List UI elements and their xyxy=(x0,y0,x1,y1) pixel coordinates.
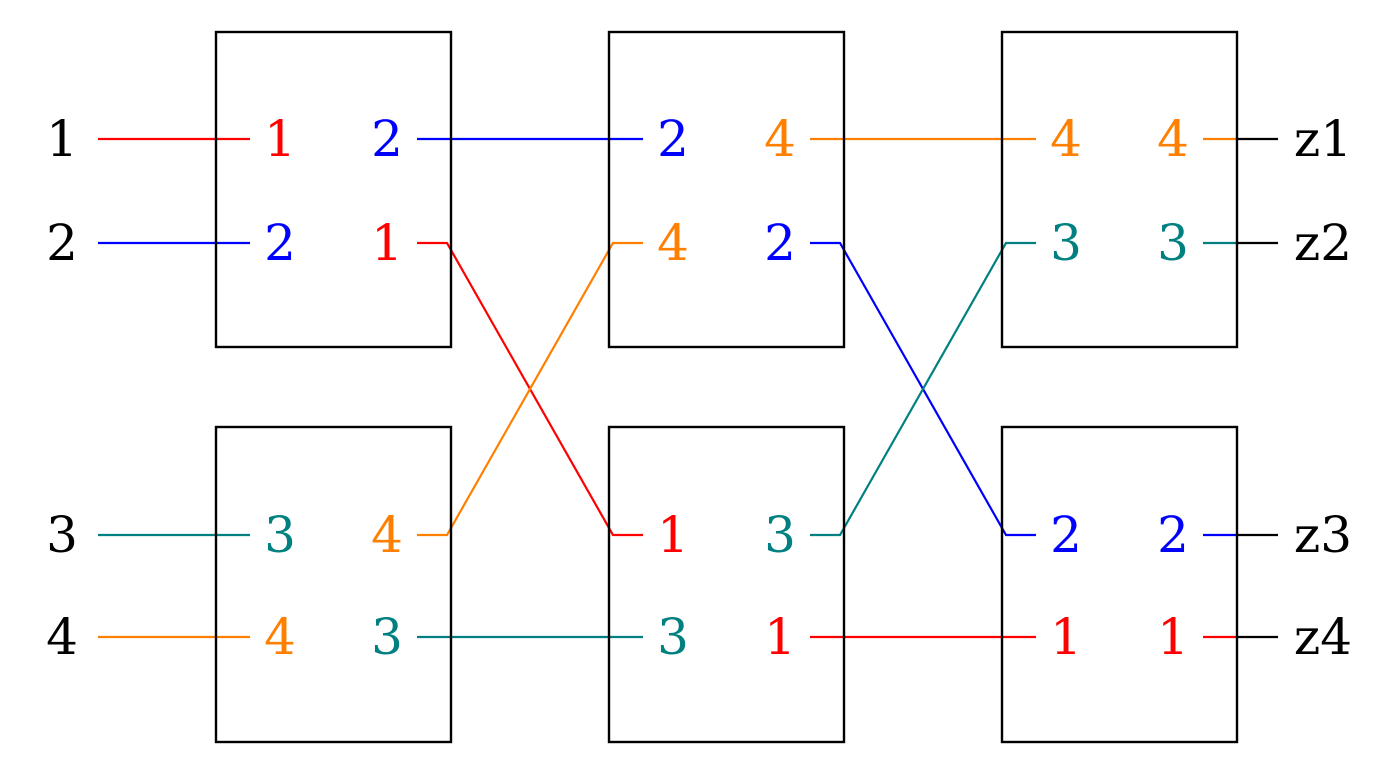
switch-input-label: 4 xyxy=(657,214,689,272)
switch-output-label: 3 xyxy=(371,608,403,666)
labels-layer: 1 2 3 4 1 2 2 1 3 4 4 3 2 4 4 2 1 3 3 1 4 3 4 3 2 1 2 1 z1 z2 z3 z4 xyxy=(46,110,1352,666)
switch-box xyxy=(214,425,453,744)
switch-input-label: 4 xyxy=(264,608,296,666)
switch-output-label: 3 xyxy=(764,506,796,564)
connection-wire xyxy=(417,241,643,537)
network-output-label: z3 xyxy=(1294,506,1352,564)
network-input-label: 3 xyxy=(46,506,78,564)
network-output-label: z4 xyxy=(1294,608,1352,666)
switch-box xyxy=(214,30,453,349)
connection-wire xyxy=(810,241,1036,537)
switch-input-label: 3 xyxy=(264,506,296,564)
switch-input-label: 4 xyxy=(1050,110,1082,168)
switch-output-label: 2 xyxy=(1157,506,1189,564)
switch-box xyxy=(1000,425,1239,744)
switch-output-label: 1 xyxy=(764,608,796,666)
switch-box xyxy=(607,30,846,349)
switch-output-label: 3 xyxy=(1157,214,1189,272)
switch-output-label: 1 xyxy=(371,214,403,272)
switch-box xyxy=(1000,30,1239,349)
network-input-label: 1 xyxy=(46,110,78,168)
switch-input-label: 1 xyxy=(1050,608,1082,666)
switch-box xyxy=(607,425,846,744)
switch-output-label: 2 xyxy=(764,214,796,272)
switch-input-label: 2 xyxy=(657,110,689,168)
switch-output-label: 1 xyxy=(1157,608,1189,666)
switch-input-label: 2 xyxy=(264,214,296,272)
switch-boxes-layer xyxy=(214,30,1239,744)
wires-layer xyxy=(98,137,1278,639)
switch-input-label: 1 xyxy=(657,506,689,564)
switch-input-label: 2 xyxy=(1050,506,1082,564)
network-output-label: z2 xyxy=(1294,214,1352,272)
network-output-label: z1 xyxy=(1294,110,1352,168)
switch-input-label: 1 xyxy=(264,110,296,168)
network-input-label: 4 xyxy=(46,608,78,666)
switch-output-label: 2 xyxy=(371,110,403,168)
switch-input-label: 3 xyxy=(1050,214,1082,272)
switch-output-label: 4 xyxy=(1157,110,1189,168)
switch-input-label: 3 xyxy=(657,608,689,666)
switch-output-label: 4 xyxy=(371,506,403,564)
switch-output-label: 4 xyxy=(764,110,796,168)
network-input-label: 2 xyxy=(46,214,78,272)
